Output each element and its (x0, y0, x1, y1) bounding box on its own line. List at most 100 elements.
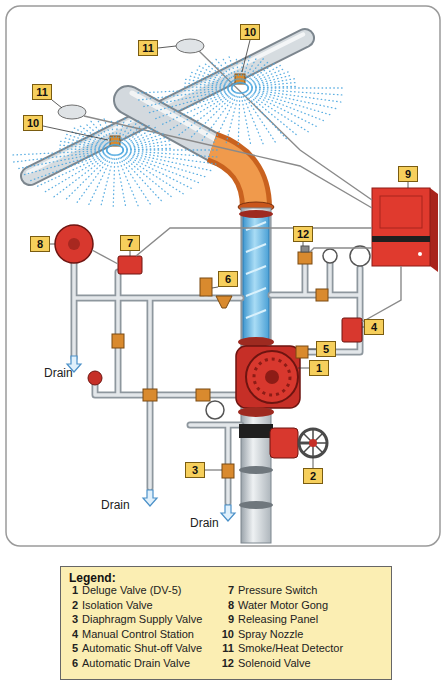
callout-number: 3 (192, 465, 198, 476)
legend-entry: Automatic Shut-off Valve (82, 642, 202, 654)
isolation-valve (299, 429, 327, 457)
solenoid-valve (298, 246, 312, 264)
legend-entry: Water Motor Gong (238, 599, 328, 611)
hand-valve (88, 371, 102, 385)
spray-pattern (241, 93, 251, 146)
signal-wire (84, 50, 401, 322)
spray-pattern (76, 155, 112, 204)
legend-text: Pressure Switch (238, 584, 317, 596)
riser-pipe (246, 222, 266, 318)
releasing-panel (372, 188, 438, 272)
releasing-panel (430, 188, 438, 272)
brass-valves (196, 389, 210, 401)
leader-line (212, 287, 218, 288)
pipe-elbow (212, 147, 256, 208)
drain-funnel (216, 296, 232, 308)
smoke-heat-detector (176, 39, 204, 53)
callout-box: 1 (309, 360, 329, 376)
spray-pattern (204, 63, 235, 84)
spray-pattern (88, 155, 113, 206)
callout-box: 11 (138, 40, 158, 56)
legend-text: Water Motor Gong (238, 599, 328, 611)
legend-text: Deluge Valve (DV-5) (82, 584, 181, 596)
spray-pattern (153, 91, 234, 120)
callout-number: 4 (371, 322, 377, 333)
spray-pattern (104, 119, 113, 145)
deluge-valve (265, 370, 279, 384)
legend-number: 11 (220, 642, 234, 654)
spray-pattern (246, 68, 285, 85)
smoke-heat-detector (58, 105, 86, 119)
callout-number: 7 (127, 238, 133, 249)
legend-text: Isolation Valve (82, 599, 153, 611)
legend-entry: Smoke/Heat Detector (238, 642, 343, 654)
brass-valves (222, 464, 234, 478)
leader-line (43, 40, 408, 470)
legend-text: Releasing Panel (238, 613, 318, 625)
spray-pattern (123, 149, 219, 150)
spray-pattern (248, 82, 296, 87)
leader-line (52, 100, 62, 108)
callout-box: 3 (185, 462, 205, 478)
callout-number: 9 (405, 169, 411, 180)
legend-number: 2 (64, 599, 78, 611)
pipe-elbow (212, 147, 274, 212)
leader-line (408, 182, 409, 188)
spray-pattern (236, 56, 239, 83)
signal-wire (198, 50, 372, 200)
brass-valves (316, 289, 328, 301)
spray-pattern (122, 137, 167, 148)
legend-text: Automatic Shut-off Valve (82, 642, 202, 654)
pressure-switch (118, 256, 142, 274)
callout-number: 12 (297, 229, 309, 240)
spray-pattern (79, 125, 110, 146)
spray-pattern (120, 154, 183, 194)
legend-entry: Isolation Valve (82, 599, 153, 611)
legend-entry: Manual Control Station (82, 628, 194, 640)
branch-pipe (28, 34, 305, 176)
brass-valves (112, 278, 328, 478)
water-motor-gong (68, 238, 80, 250)
riser-pipe (239, 466, 273, 474)
trim-piping (74, 262, 360, 503)
spray-pattern (123, 151, 218, 157)
drain-arrow (143, 490, 157, 506)
spray-pattern (116, 119, 125, 145)
spray-pattern (44, 154, 109, 193)
spray-pattern (121, 130, 160, 147)
legend-text: Manual Control Station (82, 628, 194, 640)
deluge-valve (246, 351, 298, 403)
solenoid-valve (301, 246, 309, 252)
spray-pattern (117, 119, 131, 145)
spray-pattern (54, 154, 110, 197)
spray-pattern (179, 92, 235, 135)
spray-pattern (119, 154, 163, 201)
legend-number: 5 (64, 642, 78, 654)
legend-number: 1 (64, 584, 78, 596)
legend-entry: Spray Nozzle (238, 628, 303, 640)
legend-entry: Deluge Valve (DV-5) (82, 584, 181, 596)
spray-pattern (248, 89, 341, 102)
releasing-panel (372, 188, 430, 266)
callout-number: 2 (310, 471, 316, 482)
leader-line (303, 242, 304, 246)
leader-line (158, 46, 176, 48)
spray-pattern (97, 120, 112, 146)
spray-pattern (248, 87, 344, 88)
legend-number: 4 (64, 628, 78, 640)
legend-number: 9 (220, 613, 234, 625)
leader-line (130, 251, 131, 256)
legend-entry: Pressure Switch (238, 584, 317, 596)
signal-wire (136, 228, 372, 256)
callout-number: 1 (316, 363, 322, 374)
leader-line (50, 244, 55, 245)
spray-pattern (187, 76, 232, 87)
spray-pattern (247, 90, 332, 115)
spray-pattern (246, 91, 317, 126)
deluge-valve (238, 407, 274, 417)
drain-label: Drain (190, 516, 219, 530)
spray-pattern (118, 121, 138, 146)
legend-entry: Solenoid Valve (238, 657, 311, 669)
